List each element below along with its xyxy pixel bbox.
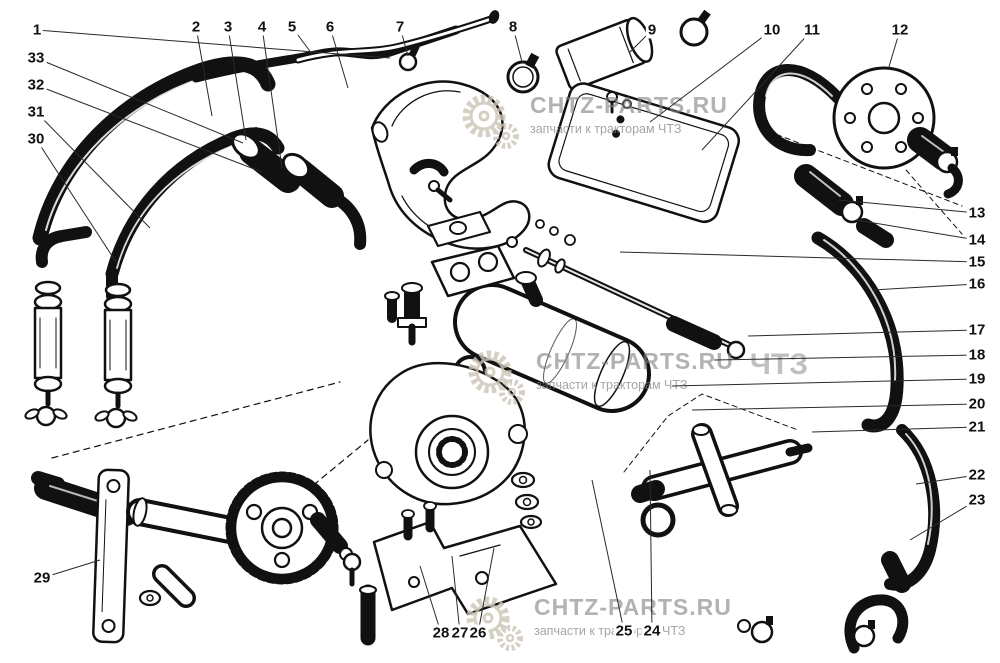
bracket-group [372,501,558,616]
callout-2: 2 [189,18,203,36]
callout-18: 18 [966,346,988,364]
callout-4: 4 [255,18,269,36]
flange-disc-group [753,64,963,248]
callout-13: 13 [966,204,988,222]
gear-assembly-group [31,381,377,646]
shield-group [506,9,741,224]
callout-20: 20 [966,395,988,413]
callout-31: 31 [25,103,47,121]
callout-26: 26 [467,624,489,642]
callout-25: 25 [613,622,635,640]
callout-12: 12 [889,21,911,39]
callout-23: 23 [966,491,988,509]
callout-7: 7 [393,18,407,36]
callout-10: 10 [761,21,783,39]
callout-8: 8 [506,18,520,36]
callout-11: 11 [802,21,822,39]
hose-group-right [737,231,941,654]
callout-6: 6 [323,18,337,36]
callout-30: 30 [25,130,47,148]
callout-1: 1 [30,21,44,39]
callout-16: 16 [966,275,988,293]
callout-14: 14 [966,231,988,249]
callout-19: 19 [966,370,988,388]
callout-22: 22 [966,466,988,484]
cross-fitting-group [623,393,813,538]
callout-32: 32 [25,76,47,94]
callout-29: 29 [31,569,53,587]
callout-24: 24 [641,622,663,640]
left-fittings-group [24,280,138,429]
callout-3: 3 [221,18,235,36]
callout-33: 33 [25,49,47,67]
callout-5: 5 [285,18,299,36]
callout-15: 15 [966,253,988,271]
callout-21: 21 [966,418,988,436]
pump-assembly-group [369,180,746,530]
callout-17: 17 [966,321,988,339]
callout-9: 9 [645,21,659,39]
callout-28: 28 [430,624,452,642]
